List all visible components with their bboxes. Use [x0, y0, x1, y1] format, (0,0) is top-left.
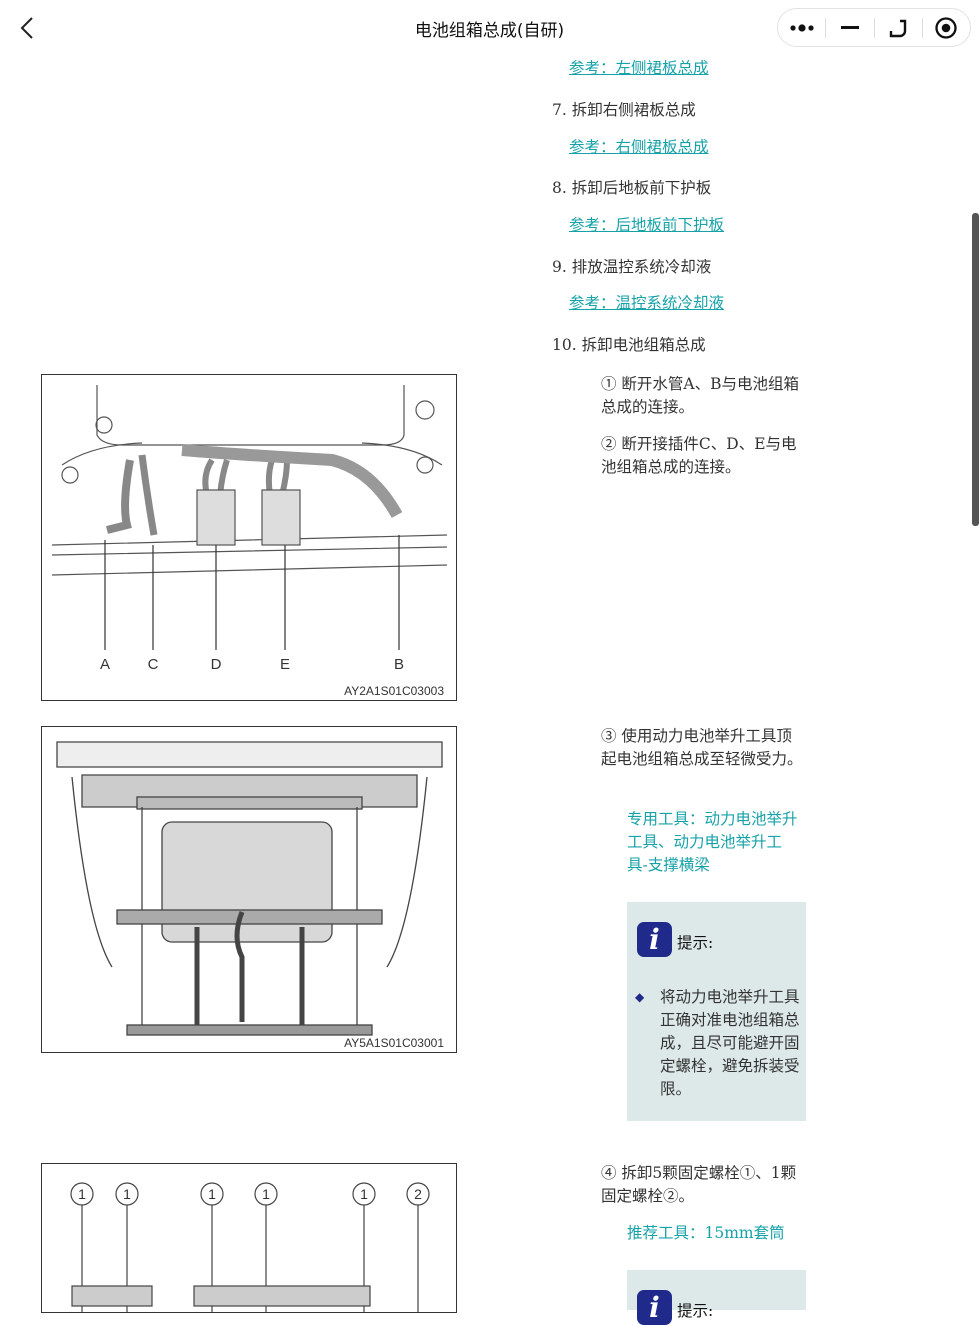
label-D: D: [211, 656, 222, 673]
tip-title: 提示:: [677, 1302, 714, 1320]
back-button[interactable]: [14, 14, 42, 42]
step-8: 8. 拆卸后地板前下护板: [552, 179, 712, 197]
more-icon: [790, 23, 814, 32]
title-bar: 电池组箱总成(自研): [0, 0, 979, 56]
step-7: 7. 拆卸右侧裙板总成: [552, 101, 696, 119]
info-icon: i: [637, 922, 672, 957]
figure-connectors: A C D E B AY2A1S01C03003: [41, 374, 457, 701]
lift-tool-diagram: [56, 741, 443, 1036]
restore-icon: [889, 19, 907, 37]
ref-link-left-skirt[interactable]: 参考：左侧裙板总成: [569, 59, 709, 77]
bolt-label: 1: [78, 1186, 86, 1202]
label-A: A: [100, 656, 110, 673]
ref-link-coolant[interactable]: 参考：温控系统冷却液: [569, 294, 725, 312]
tip-text: 将动力电池举升工具正确对准电池组箱总成，且尽可能避开固定螺栓，避免拆装受限。: [660, 988, 800, 1098]
tip-title: 提示:: [677, 934, 714, 952]
bolt-label: 2: [414, 1186, 422, 1202]
info-icon: i: [637, 1290, 672, 1325]
figure-bolts: 1 1 1 1 1 2: [41, 1163, 457, 1313]
close-target-icon: [935, 16, 958, 39]
tip-box: i 提示: ◆ 将动力电池举升工具正确对准电池组箱总成，且尽可能避开固定螺栓，避…: [627, 902, 806, 1121]
bolt-label: 1: [208, 1186, 216, 1202]
bolt-label: 1: [123, 1186, 131, 1202]
bolt-diagram: 1 1 1 1 1 2: [70, 1182, 430, 1312]
more-button[interactable]: [778, 9, 825, 46]
scrollbar[interactable]: [972, 213, 979, 526]
connector-diagram: A C D E B: [51, 385, 448, 673]
ref-link-right-skirt[interactable]: 参考：右侧裙板总成: [569, 138, 709, 156]
recommended-tool: 推荐工具：15mm套筒: [627, 1224, 785, 1242]
figure-code: AY2A1S01C03003: [344, 684, 444, 698]
step-9: 9. 排放温控系统冷却液: [552, 258, 712, 276]
label-B: B: [394, 656, 404, 673]
diamond-bullet-icon: ◆: [635, 990, 645, 1004]
minimize-icon: [840, 25, 859, 29]
special-tool: 专用工具：动力电池举升工具、动力电池举升工具-支撑横梁: [627, 810, 798, 874]
label-C: C: [148, 656, 159, 673]
restore-button[interactable]: [875, 9, 922, 46]
tip-box-2: i 提示:: [627, 1270, 806, 1325]
figure-code: AY5A1S01C03001: [344, 1036, 444, 1050]
substep-2: ② 断开接插件C、D、E与电池组箱总成的连接。: [601, 435, 797, 476]
substep-1: ① 断开水管A、B与电池组箱总成的连接。: [601, 375, 800, 416]
substep-4: ④ 拆卸5颗固定螺栓①、1颗固定螺栓②。: [601, 1164, 797, 1205]
bolt-label: 1: [360, 1186, 368, 1202]
figure-lift-tool: AY5A1S01C03001: [41, 726, 457, 1053]
minimize-button[interactable]: [826, 9, 873, 46]
ref-link-floor-guard[interactable]: 参考：后地板前下护板: [569, 216, 725, 234]
step-10: 10. 拆卸电池组箱总成: [552, 336, 706, 354]
close-button[interactable]: [923, 9, 970, 46]
back-icon: [20, 17, 33, 39]
mini-program-capsule: [777, 8, 971, 47]
substep-3: ③ 使用动力电池举升工具顶起电池组箱总成至轻微受力。: [601, 727, 803, 768]
page-title: 电池组箱总成(自研): [414, 21, 565, 41]
bolt-label: 1: [262, 1186, 270, 1202]
label-E: E: [280, 656, 290, 673]
